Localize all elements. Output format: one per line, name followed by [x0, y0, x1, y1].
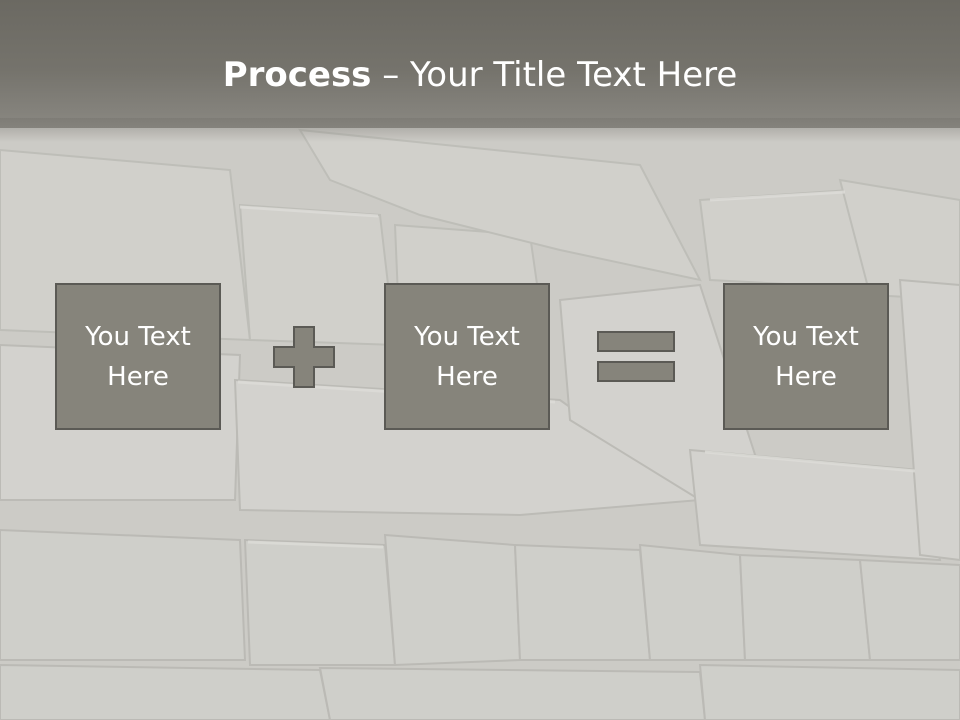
- plus-icon[interactable]: [273, 326, 335, 388]
- process-box-3[interactable]: You Text Here: [723, 283, 889, 430]
- process-box-2[interactable]: You Text Here: [384, 283, 550, 430]
- process-box-1-text: You Text Here: [68, 317, 208, 397]
- process-box-1[interactable]: You Text Here: [55, 283, 221, 430]
- slide-title-rest: – Your Title Text Here: [371, 55, 738, 95]
- process-box-2-line-2: Here: [436, 361, 498, 392]
- process-box-3-line-2: Here: [775, 361, 837, 392]
- equals-icon[interactable]: [597, 331, 677, 383]
- process-box-1-line-1: You Text: [85, 321, 191, 352]
- slide-title[interactable]: Process – Your Title Text Here: [0, 50, 960, 100]
- process-box-2-line-1: You Text: [414, 321, 520, 352]
- process-box-2-text: You Text Here: [397, 317, 537, 397]
- title-bar: [0, 0, 960, 128]
- title-bar-shadow: [0, 118, 960, 142]
- process-box-3-line-1: You Text: [753, 321, 859, 352]
- slide-title-bold: Process: [222, 55, 372, 95]
- process-box-3-text: You Text Here: [736, 317, 876, 397]
- process-box-1-line-2: Here: [107, 361, 169, 392]
